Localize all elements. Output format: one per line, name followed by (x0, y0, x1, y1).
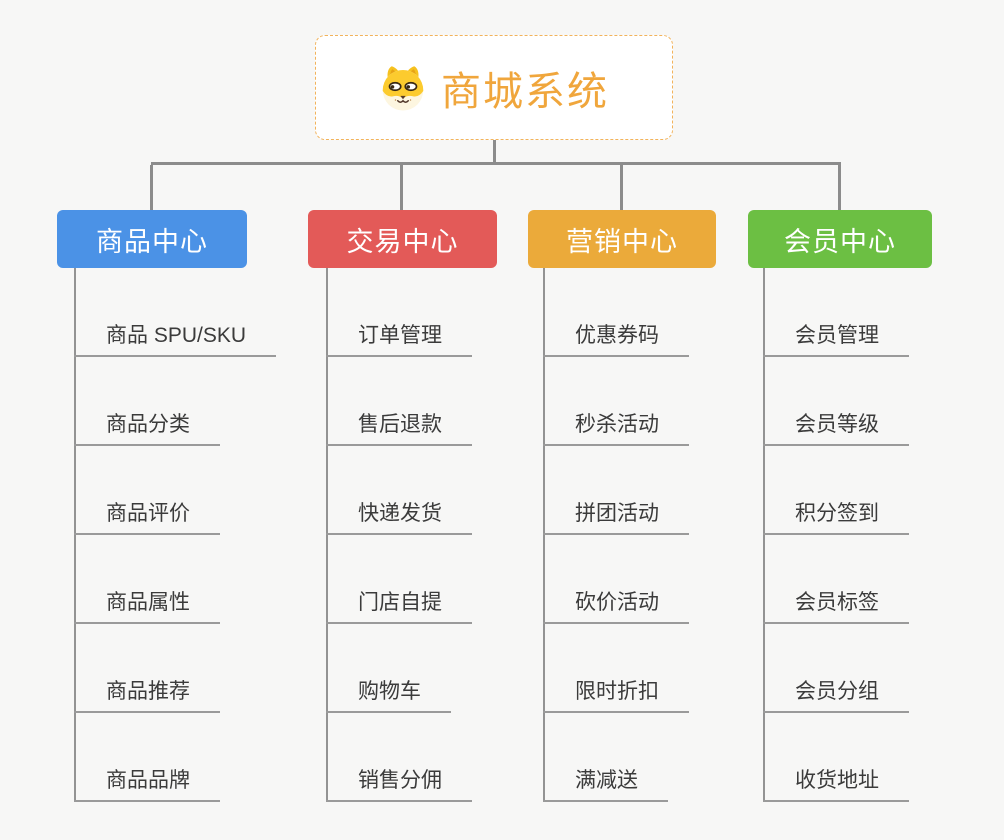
connector-drop-marketing (620, 165, 623, 210)
subtopic[interactable]: 满减送 (543, 767, 668, 802)
connector-root-stub (493, 140, 496, 165)
connector-spine-product (74, 268, 76, 802)
subtopic[interactable]: 秒杀活动 (543, 411, 689, 446)
subtopic[interactable]: 快递发货 (326, 500, 472, 535)
connector-spine-marketing (543, 268, 545, 802)
subtopic[interactable]: 门店自提 (326, 589, 472, 624)
subtopic[interactable]: 优惠券码 (543, 322, 689, 357)
branch-topic-trade-center[interactable]: 交易中心 (308, 210, 497, 268)
subtopic[interactable]: 限时折扣 (543, 678, 689, 713)
subtopic[interactable]: 商品评价 (74, 500, 220, 535)
connector-spine-member (763, 268, 765, 802)
branch-topic-product-center[interactable]: 商品中心 (57, 210, 247, 268)
subtopic[interactable]: 会员分组 (763, 678, 909, 713)
subtopic[interactable]: 拼团活动 (543, 500, 689, 535)
subtopic[interactable]: 会员管理 (763, 322, 909, 357)
subtopic[interactable]: 会员标签 (763, 589, 909, 624)
subtopic[interactable]: 订单管理 (326, 322, 472, 357)
root-topic[interactable]: 商城系统 (315, 35, 673, 140)
connector-spine-trade (326, 268, 328, 802)
subtopic[interactable]: 收货地址 (763, 767, 909, 802)
connector-drop-product (150, 165, 153, 210)
subtopic[interactable]: 商品分类 (74, 411, 220, 446)
subtopic[interactable]: 商品推荐 (74, 678, 220, 713)
connector-drop-member (838, 165, 841, 210)
subtopic[interactable]: 积分签到 (763, 500, 909, 535)
subtopic[interactable]: 会员等级 (763, 411, 909, 446)
subtopic[interactable]: 购物车 (326, 678, 451, 713)
subtopic[interactable]: 销售分佣 (326, 767, 472, 802)
subtopic[interactable]: 商品属性 (74, 589, 220, 624)
subtopic[interactable]: 售后退款 (326, 411, 472, 446)
connector-bus-line (151, 162, 841, 165)
subtopic[interactable]: 商品品牌 (74, 767, 220, 802)
connector-drop-trade (400, 165, 403, 210)
subtopic[interactable]: 砍价活动 (543, 589, 689, 624)
dog-face-icon (382, 65, 424, 110)
branch-topic-marketing-center[interactable]: 营销中心 (528, 210, 716, 268)
subtopic[interactable]: 商品 SPU/SKU (74, 322, 277, 357)
root-topic-label: 商城系统 (441, 69, 609, 114)
branch-topic-member-center[interactable]: 会员中心 (748, 210, 932, 268)
